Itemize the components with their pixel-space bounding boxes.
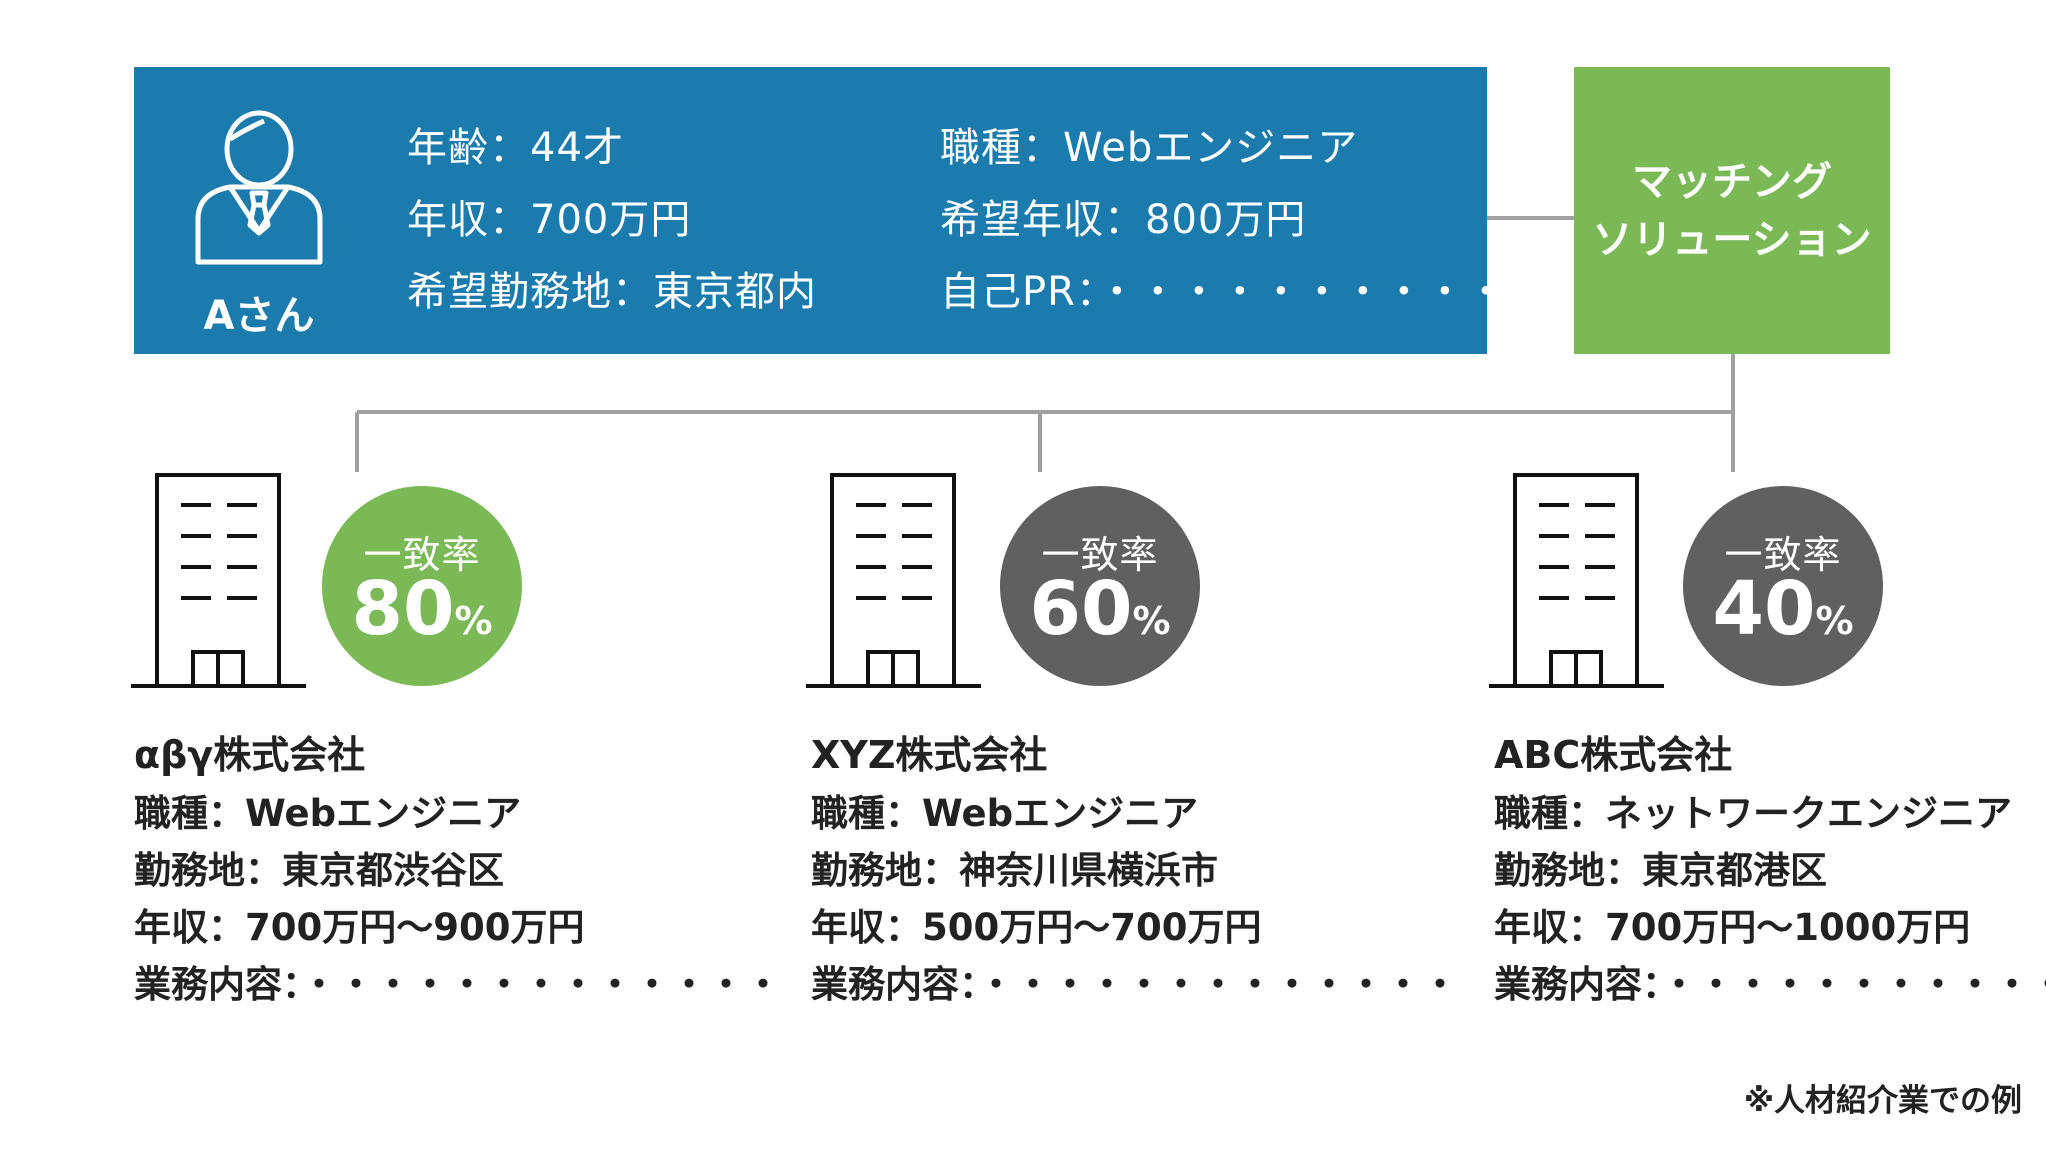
matching-label-line1: マッチング [1632, 158, 1832, 205]
applicant-job-type: 職種：Webエンジニア [940, 125, 1359, 171]
company-card: ABC株式会社 職種：ネットワークエンジニア 勤務地：東京都港区 年収：700万… [1494, 725, 2046, 1013]
building-icon [806, 473, 981, 688]
person-icon [195, 110, 323, 265]
applicant-name: Aさん [203, 293, 315, 339]
company-name: αβγ株式会社 [134, 733, 366, 777]
match-rate-label: 一致率 [1724, 533, 1842, 577]
company-card: αβγ株式会社 職種：Webエンジニア 勤務地：東京都渋谷区 年収：700万円～… [134, 725, 782, 1013]
company-job-type: 職種：Webエンジニア [811, 792, 1199, 835]
company-income: 年収：500万円～700万円 [811, 906, 1262, 949]
company-location: 勤務地：神奈川県横浜市 [811, 849, 1218, 892]
applicant-profile-card: Aさん 年齢：44才 年収：700万円 希望勤務地：東京都内 職種：Webエンジ… [134, 67, 1547, 354]
applicant-desired-income: 希望年収：800万円 [940, 197, 1307, 243]
company-name: XYZ株式会社 [811, 733, 1048, 777]
match-rate-label: 一致率 [1041, 533, 1159, 577]
match-rate-value: 80% [351, 566, 493, 652]
applicant-income: 年収：700万円 [407, 197, 692, 243]
company-duties: 業務内容：・・・・・・・・・・・・・ [811, 963, 1459, 1006]
company-location: 勤務地：東京都港区 [1494, 849, 1827, 892]
company-card: XYZ株式会社 職種：Webエンジニア 勤務地：神奈川県横浜市 年収：500万円… [811, 725, 1459, 1013]
company-duties: 業務内容：・・・・・・・・・・・・・ [134, 963, 782, 1006]
company-income: 年収：700万円～900万円 [134, 906, 585, 949]
match-rate-label: 一致率 [363, 533, 481, 577]
building-icon [131, 473, 306, 688]
match-rate-badge: 一致率 60% [1000, 486, 1200, 686]
match-rate-badge: 一致率 40% [1683, 486, 1883, 686]
company-job-type: 職種：Webエンジニア [134, 792, 522, 835]
company-name: ABC株式会社 [1494, 733, 1733, 777]
company-duties: 業務内容：・・・・・・・・・・・・・ [1494, 963, 2046, 1006]
building-icon [1489, 473, 1664, 688]
matching-solution-box: マッチング ソリューション [1574, 67, 1890, 354]
company-job-type: 職種：ネットワークエンジニア [1494, 792, 2012, 835]
applicant-self-pr: 自己PR：・・・・・・・・・・・ [940, 269, 1548, 315]
match-rate-badge: 一致率 80% [322, 486, 522, 686]
company-location: 勤務地：東京都渋谷区 [134, 849, 504, 892]
matching-label-line2: ソリューション [1592, 216, 1872, 263]
match-rate-value: 60% [1029, 566, 1171, 652]
applicant-age: 年齢：44才 [407, 125, 624, 171]
company-income: 年収：700万円～1000万円 [1494, 906, 1971, 949]
footnote: ※人材紹介業での例 [1743, 1083, 2022, 1119]
applicant-desired-location: 希望勤務地：東京都内 [407, 269, 817, 315]
match-rate-value: 40% [1712, 566, 1854, 652]
